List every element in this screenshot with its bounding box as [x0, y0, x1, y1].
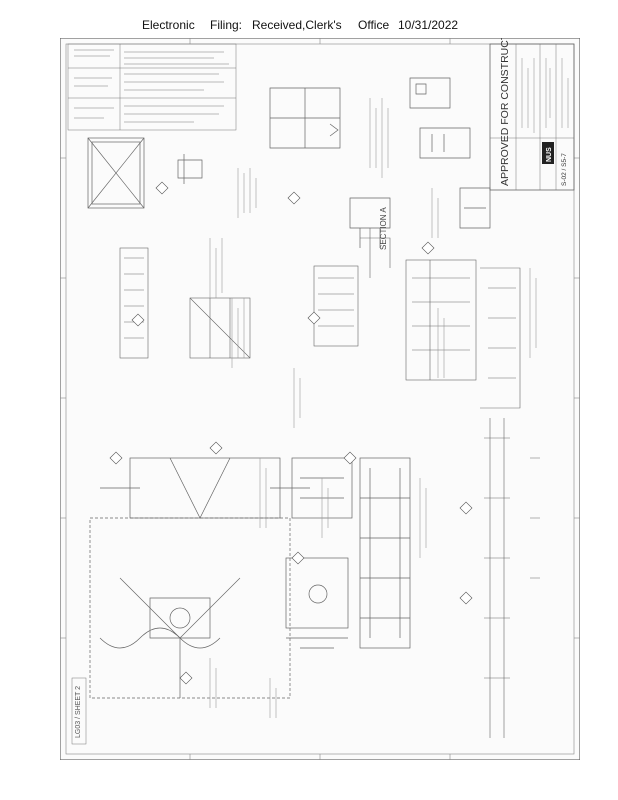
detail-sketches-upper: [87, 77, 491, 248]
section-callouts: [109, 181, 473, 685]
annotation-text-lines: [209, 98, 537, 718]
filing-header: Electronic Filing: Received,Clerk's Offi…: [0, 18, 618, 36]
page-mark: LG03 / SHEET 2: [75, 686, 82, 738]
profile-right: [484, 418, 540, 738]
section-elevations-middle: [119, 228, 521, 409]
page-mark-box: [71, 677, 87, 745]
drawing-canvas: APPROVED FOR CONSTRUCTION NUS S-02 / S5-…: [60, 38, 580, 760]
section-a-label: SECTION A: [379, 207, 388, 250]
header-word-received: Received,Clerk's: [252, 18, 342, 32]
header-date: 10/31/2022: [398, 18, 459, 32]
header-word-office: Office: [358, 18, 390, 32]
header-word-filing: Filing:: [210, 18, 243, 32]
firm-logo: NUS: [546, 147, 553, 162]
engineering-drawing-sheet: APPROVED FOR CONSTRUCTION NUS S-02 / S5-…: [60, 38, 580, 760]
title-block: APPROVED FOR CONSTRUCTION NUS S-02 / S5-…: [489, 38, 575, 191]
sheet-code: S-02 / S5-7: [561, 153, 568, 186]
approval-stamp: APPROVED FOR CONSTRUCTION: [499, 38, 511, 186]
border-ticks: [60, 38, 580, 760]
general-notes-block: [67, 43, 237, 131]
sheet-border: [60, 38, 580, 760]
header-word-electronic: Electronic: [142, 18, 195, 32]
